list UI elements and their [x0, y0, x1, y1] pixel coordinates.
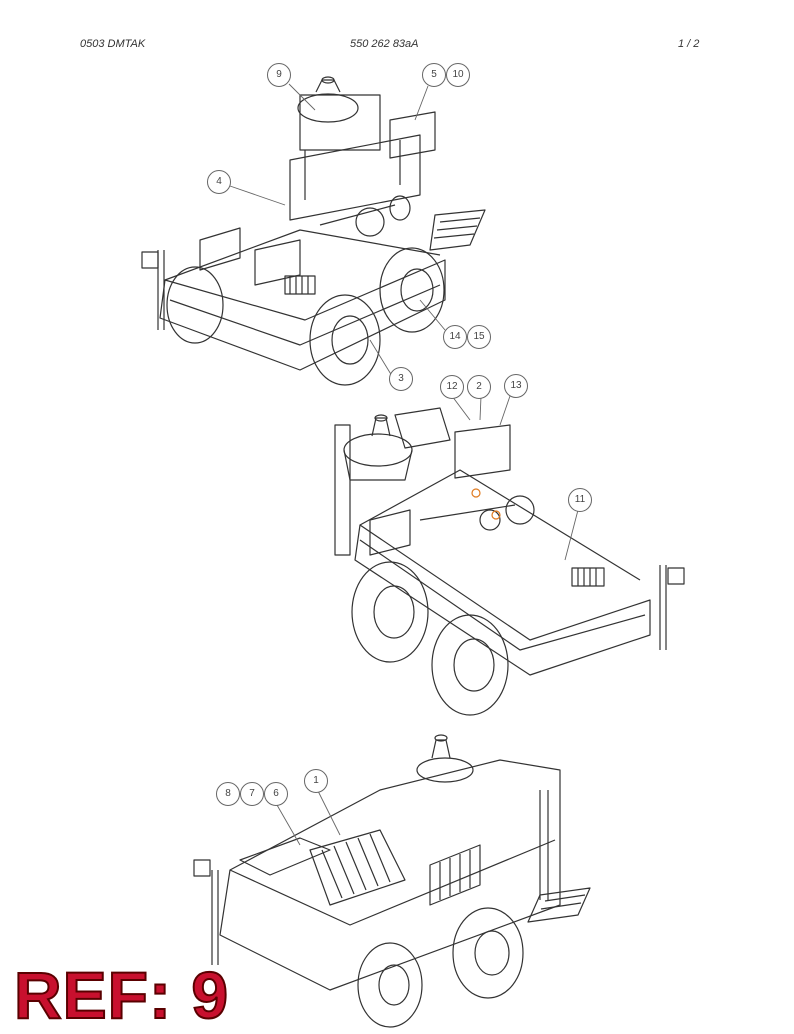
- callout-bubble: 10: [446, 63, 470, 87]
- callout-bubble: 1: [304, 769, 328, 793]
- document-code: 0503 DMTAK: [80, 38, 146, 50]
- callout-bubble: 15: [467, 325, 491, 349]
- callout-bubble: 13: [504, 374, 528, 398]
- callout-bubble: 5: [422, 63, 446, 87]
- machine-view-middle: [334, 407, 685, 716]
- callout-bubble: 12: [440, 375, 464, 399]
- page-number: 1 / 2: [678, 38, 700, 50]
- callout-bubble: 6: [264, 782, 288, 806]
- callout-bubble: 14: [443, 325, 467, 349]
- leader-lines: [229, 83, 579, 846]
- callout-bubble: 9: [267, 63, 291, 87]
- reference-label: REF: 9: [13, 958, 230, 1032]
- machine-view-bottom: [193, 734, 591, 1028]
- callout-bubble: 2: [467, 375, 491, 399]
- callout-bubble: 7: [240, 782, 264, 806]
- callout-bubble: 3: [389, 367, 413, 391]
- callout-bubble: 11: [568, 488, 592, 512]
- callout-bubble: 4: [207, 170, 231, 194]
- callout-bubble: 8: [216, 782, 240, 806]
- machine-view-top: [141, 76, 486, 386]
- part-number: 550 262 83aA: [350, 38, 419, 50]
